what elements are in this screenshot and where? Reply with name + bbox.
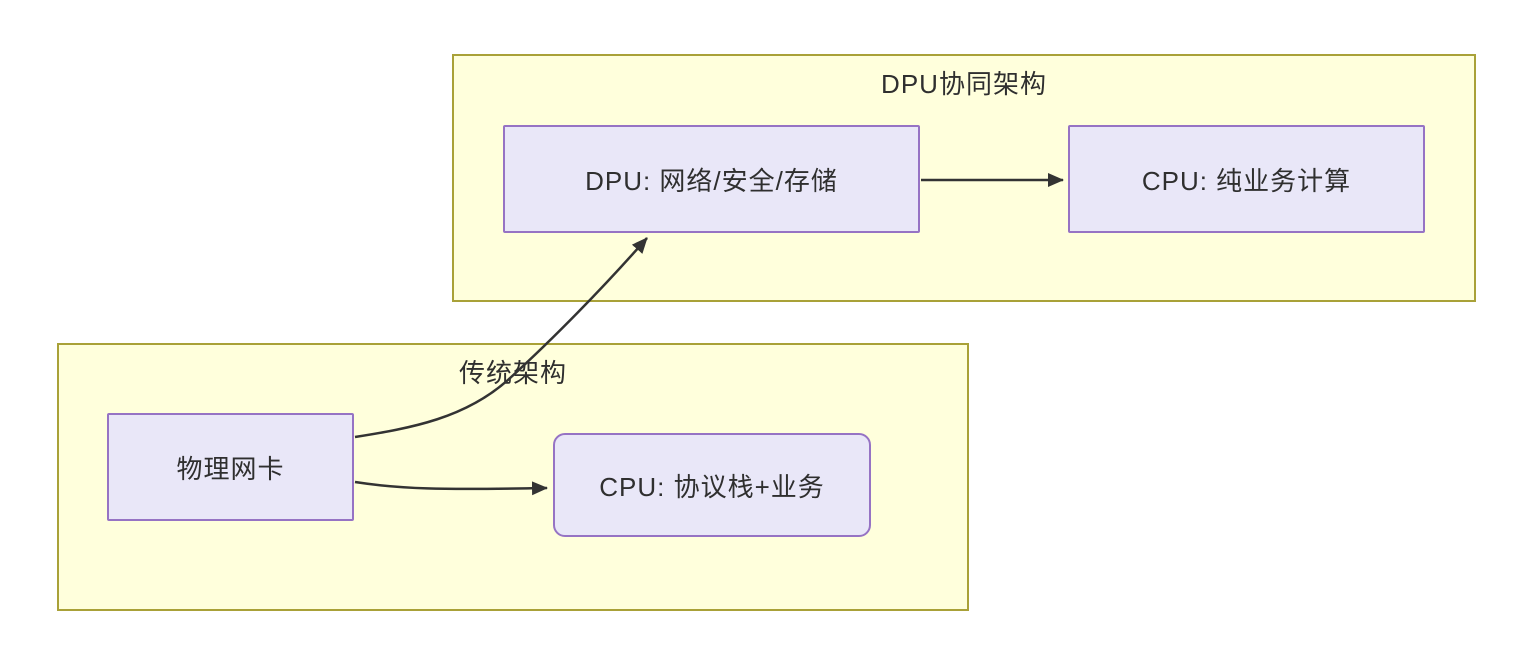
node-label-cpu-pure: CPU: 纯业务计算 (1141, 165, 1352, 196)
group-title-dpu-arch: DPU协同架构 (881, 69, 1047, 99)
node-dpu: DPU: 网络/安全/存储 (503, 125, 920, 233)
node-label-dpu: DPU: 网络/安全/存储 (585, 165, 838, 196)
node-label-physical-nic: 物理网卡 (176, 453, 285, 484)
node-physical-nic: 物理网卡 (107, 413, 354, 521)
node-cpu-stack: CPU: 协议栈+业务 (553, 433, 871, 537)
group-title-traditional-arch: 传统架构 (458, 358, 567, 388)
node-cpu-pure: CPU: 纯业务计算 (1068, 125, 1425, 233)
node-label-cpu-stack: CPU: 协议栈+业务 (599, 471, 825, 502)
